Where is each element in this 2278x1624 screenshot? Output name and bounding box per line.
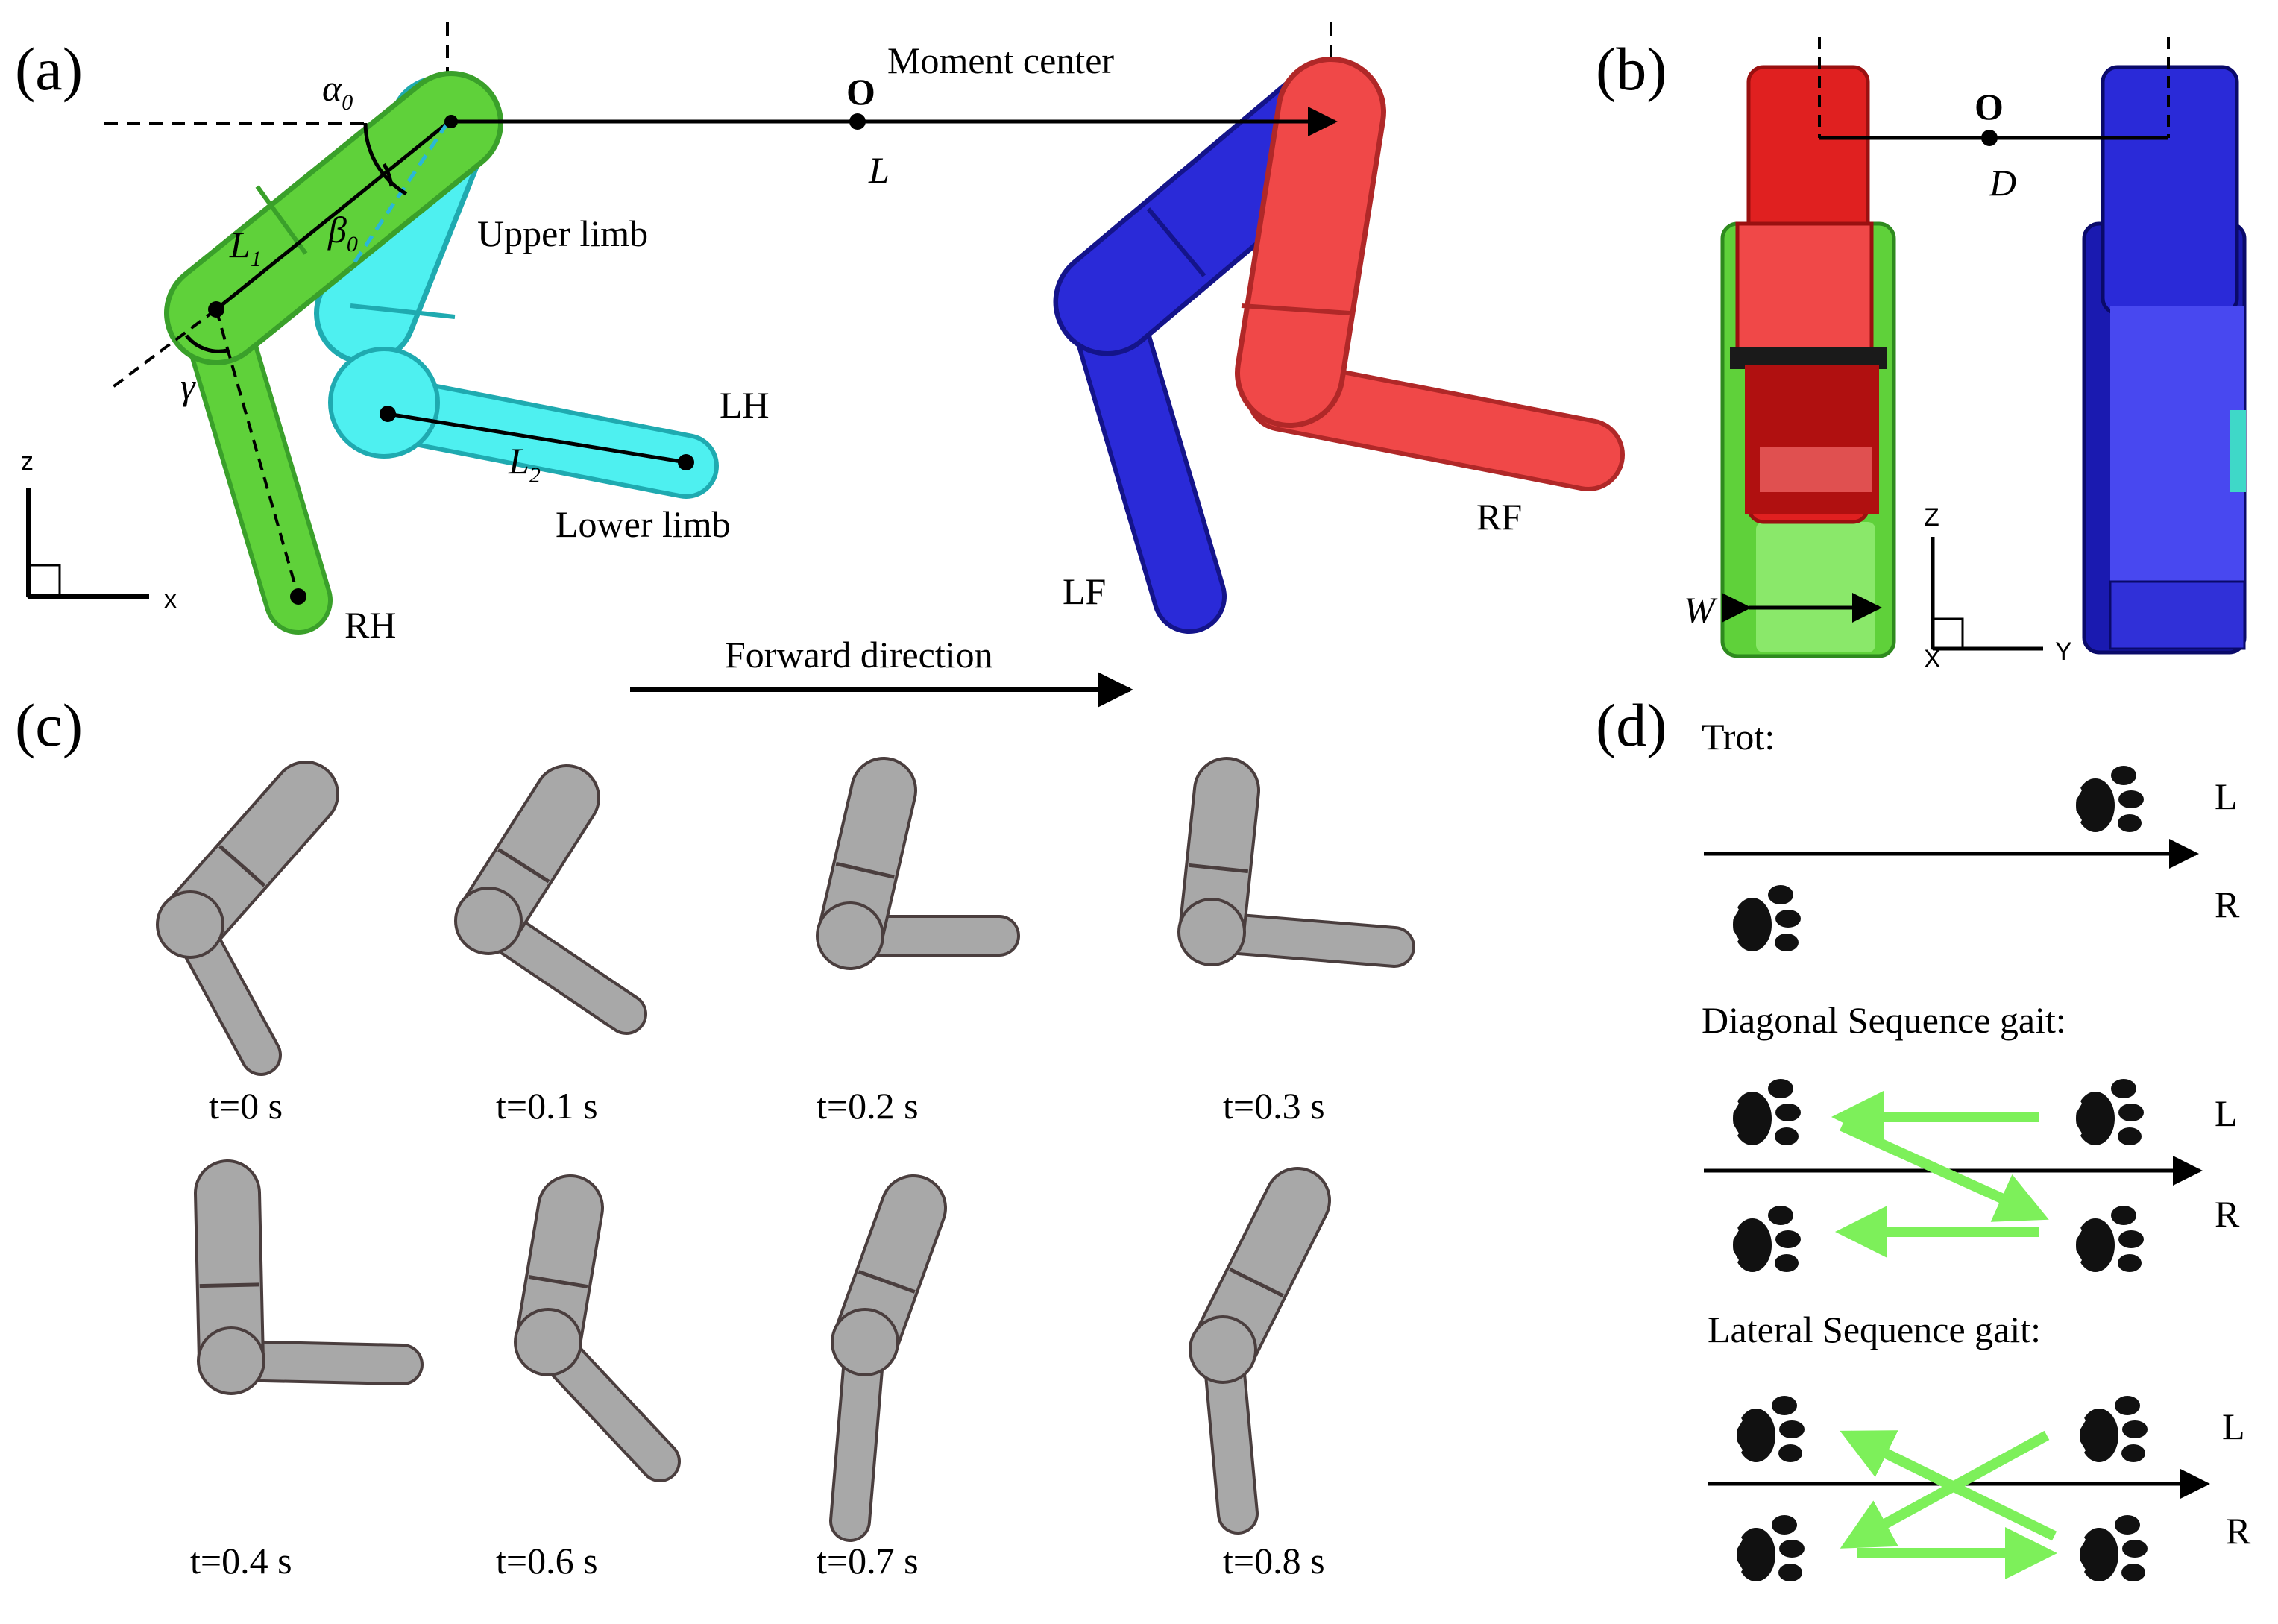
right-label: R [2215, 884, 2240, 925]
paw-icon [1722, 1206, 1801, 1274]
frame-time-label: t=0.6 s [496, 1540, 598, 1581]
cyan-dashed-line [348, 122, 450, 270]
paw-icon [2069, 1515, 2148, 1583]
rh-label: RH [344, 604, 396, 646]
motion-frames: t=0 s t=0.1 s t=0.2 s t=0.3 s t=0.4 s t=0.6 s… [156, 757, 1415, 1581]
panel-d-label: (d) [1596, 691, 1667, 759]
gait-title: Diagonal Sequence gait: [1702, 999, 2066, 1041]
limb-pose-frame: t=0.2 s [816, 757, 1020, 1127]
x-axis-label: x [164, 585, 177, 614]
frame-time-label: t=0 s [209, 1085, 283, 1127]
lf-label: LF [1063, 570, 1106, 612]
moment-center-point [849, 113, 866, 130]
gait-lateral-sequence: Lateral Sequence gait: L R [1708, 1309, 2251, 1583]
limb-pose-frame: t=0.3 s [1177, 757, 1415, 1127]
d-label: D [1989, 162, 2016, 204]
moment-center-label: Moment center [887, 40, 1114, 81]
gamma-angle-arc [185, 334, 228, 353]
right-label: R [2215, 1193, 2240, 1235]
paw-icon [2065, 1206, 2144, 1274]
frame-time-label: t=0.2 s [817, 1085, 919, 1127]
l1-link-line [215, 122, 449, 311]
left-label: L [2215, 1092, 2238, 1134]
alpha-angle-arc [363, 122, 408, 196]
gait-arrow [1840, 1430, 2057, 1541]
limb-pose-frame: t=0.8 s [1189, 1167, 1331, 1581]
moment-center-o: O [846, 71, 875, 113]
right-limbs-side-view [2082, 65, 2247, 655]
paw-icon [1722, 1079, 1801, 1147]
paw-icon [1726, 1515, 1805, 1583]
rf-leg [1235, 57, 1625, 491]
left-label: L [2215, 775, 2238, 817]
extension-dashed-line [110, 308, 218, 389]
beta0-label: β0 [327, 209, 358, 256]
b-x-axis-label: X [1924, 645, 1941, 673]
rh-leg [110, 71, 503, 635]
xz-axes: z x [21, 447, 177, 614]
panel-a-label: (a) [15, 35, 83, 103]
paw-icon [2069, 1396, 2148, 1464]
lower-limb-dashed-line [215, 309, 300, 597]
forward-direction-label: Forward direction [725, 634, 993, 676]
frame-time-label: t=0.8 s [1223, 1540, 1325, 1581]
gait-diagonal-sequence: Diagonal Sequence gait: L R [1702, 999, 2240, 1274]
zy-axes: Z Y X [1924, 503, 2072, 673]
w-label: W [1684, 589, 1718, 631]
gait-arrow [1840, 1121, 2049, 1222]
right-label: R [2226, 1510, 2251, 1552]
limb-pose-frame: t=0.7 s [817, 1174, 947, 1581]
left-label: L [2222, 1406, 2245, 1447]
limb-pose-frame: t=0 s [156, 761, 339, 1127]
paw-icon [2065, 766, 2144, 834]
panel-c-label: (c) [15, 691, 83, 759]
left-limbs-side-view [1720, 65, 1896, 658]
limb-pose-frame: t=0.6 s [496, 1174, 681, 1581]
gamma-label: γ [180, 365, 196, 407]
b-z-axis-label: Z [1924, 503, 1939, 532]
limb-pose-frame: t=0.1 s [454, 764, 647, 1127]
panel-b-label: (b) [1596, 35, 1667, 103]
panel-b: (b) O D W [1596, 35, 2247, 673]
rf-label: RF [1476, 496, 1522, 538]
lh-label: LH [720, 384, 770, 426]
panel-a: (a) [15, 22, 1625, 708]
frame-time-label: t=0.7 s [817, 1540, 919, 1581]
upper-limb-label: Upper limb [477, 213, 648, 254]
lower-limb-label: Lower limb [556, 503, 731, 545]
limb-pose-frame: t=0.4 s [190, 1159, 424, 1581]
frame-time-label: t=0.3 s [1223, 1085, 1325, 1127]
l2-label: L2 [508, 440, 541, 488]
b-o-label: O [1975, 86, 2004, 128]
l-label: L [868, 149, 890, 191]
l2-link-line [387, 412, 687, 465]
panel-d: (d) Trot: L R Diagonal Sequence gait: L … [1596, 691, 2251, 1583]
l1-label: L1 [229, 224, 262, 271]
alpha0-label: α0 [322, 67, 353, 115]
paw-icon [1726, 1396, 1805, 1464]
paw-icon [1722, 885, 1801, 953]
frame-time-label: t=0.1 s [496, 1085, 598, 1127]
gait-title: Lateral Sequence gait: [1708, 1309, 2041, 1350]
z-axis-label: z [21, 447, 34, 476]
beta-angle-arc [382, 163, 394, 187]
b-y-axis-label: Y [2055, 638, 2072, 666]
frame-time-label: t=0.4 s [190, 1540, 292, 1581]
paw-icon [2065, 1079, 2144, 1147]
gait-trot: Trot: L R [1702, 716, 2240, 953]
gait-title: Trot: [1702, 716, 1775, 758]
